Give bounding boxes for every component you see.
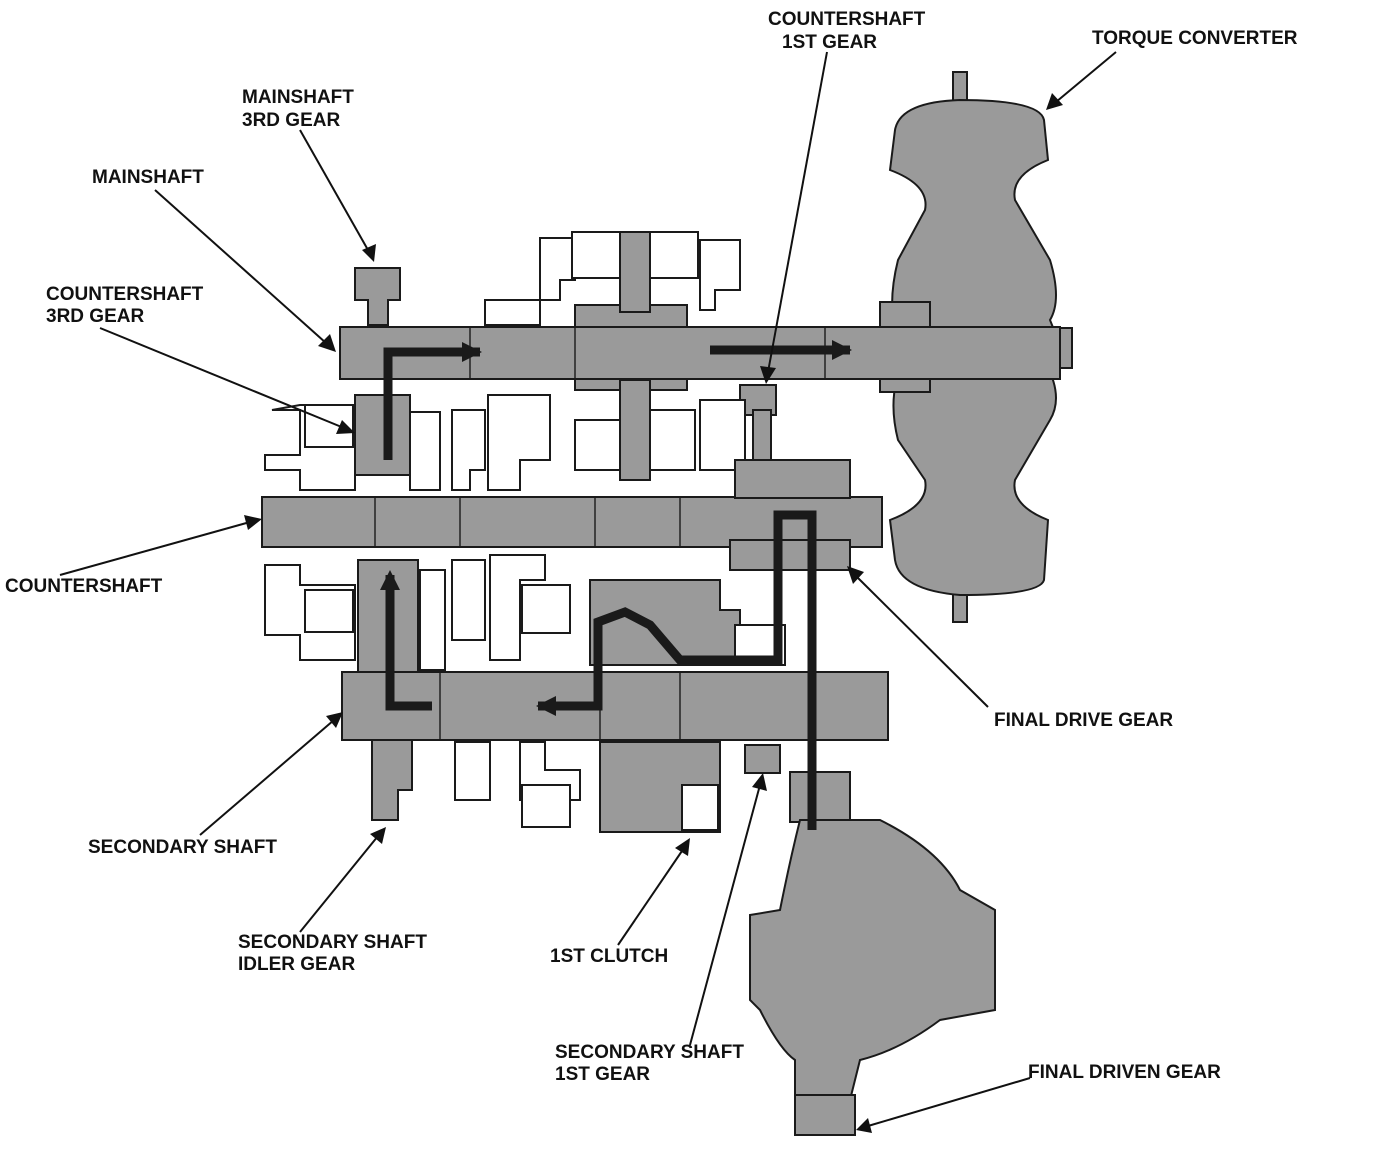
label-secondary-shaft-1st-gear: SECONDARY SHAFT 1ST GEAR bbox=[555, 1042, 749, 1085]
label-final-driven-gear: FINAL DRIVEN GEAR bbox=[1028, 1062, 1221, 1083]
callout-labels: COUNTERSHAFT 1ST GEAR TORQUE CONVERTER M… bbox=[5, 9, 1298, 1085]
power-flow-path bbox=[380, 340, 852, 830]
label-countershaft-1st-gear: COUNTERSHAFT 1ST GEAR bbox=[768, 9, 931, 53]
countershaft-gear-stack bbox=[264, 379, 746, 491]
label-secondary-shaft-idler-gear: SECONDARY SHAFT IDLER GEAR bbox=[238, 932, 432, 975]
final-driven-gear-assembly bbox=[749, 771, 996, 1136]
label-torque-converter: TORQUE CONVERTER bbox=[1092, 28, 1298, 49]
secondary-shaft bbox=[341, 671, 889, 821]
label-final-drive-gear: FINAL DRIVE GEAR bbox=[994, 710, 1173, 731]
label-1st-clutch: 1ST CLUTCH bbox=[550, 946, 668, 967]
label-secondary-shaft: SECONDARY SHAFT bbox=[88, 837, 277, 858]
first-clutch-assembly bbox=[454, 741, 781, 833]
label-countershaft-3rd-gear: COUNTERSHAFT 3RD GEAR bbox=[46, 284, 209, 327]
label-countershaft: COUNTERSHAFT bbox=[5, 576, 163, 597]
label-mainshaft: MAINSHAFT bbox=[92, 167, 204, 188]
leader-lines bbox=[59, 51, 1117, 1133]
label-mainshaft-3rd-gear: MAINSHAFT 3RD GEAR bbox=[242, 87, 359, 131]
